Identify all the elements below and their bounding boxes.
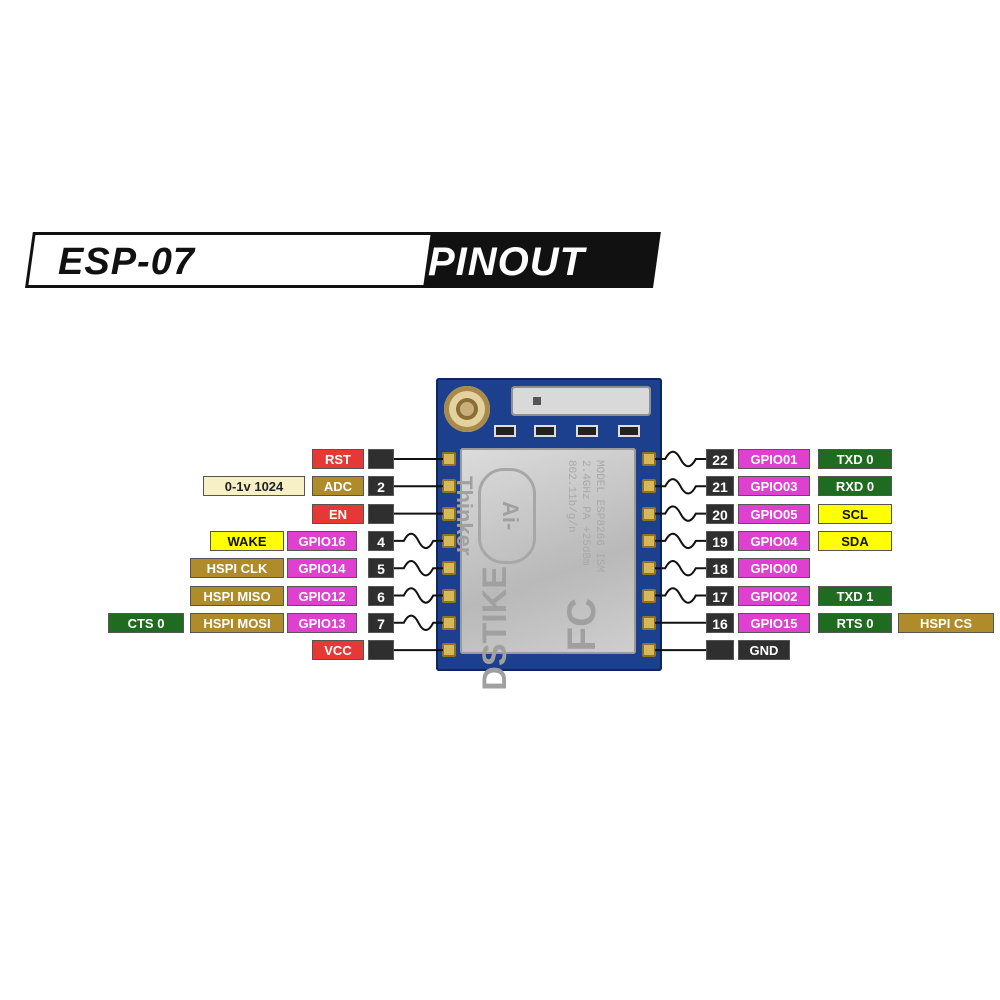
left-pin-number-4: 4 xyxy=(368,530,394,551)
right-function-txd-0: TXD 0 xyxy=(818,449,892,469)
smd-component xyxy=(494,425,516,437)
right-function-sda: SDA xyxy=(818,530,892,551)
right-pin-number-17: 17 xyxy=(706,585,734,606)
esp07-board: Ai-Thinker MODEL ESP8266 ISM 2.4GHz PA +… xyxy=(436,378,662,691)
left-pin-vcc: VCC xyxy=(312,640,364,661)
right-wire-gpio01 xyxy=(655,450,706,468)
left-pin-gpio12: GPIO12 xyxy=(287,585,357,606)
left-pin-number-5: 5 xyxy=(368,558,394,579)
right-pin-number-20: 20 xyxy=(706,503,734,524)
title-esp07: ESP-07 xyxy=(58,241,195,283)
left-pin-rst: RST xyxy=(312,449,364,469)
left-pin-en: EN xyxy=(312,503,364,524)
left-pin-number-7: 7 xyxy=(368,612,394,633)
left-function-cts-0: CTS 0 xyxy=(108,612,184,633)
left-pin-adc: ADC xyxy=(312,476,364,497)
right-function-hspi-cs: HSPI CS xyxy=(898,612,994,633)
left-function-hspi-clk: HSPI CLK xyxy=(190,558,284,579)
left-wire-gpio16 xyxy=(394,532,443,550)
left-pin-number-blank xyxy=(368,503,394,524)
right-pin-number-16: 16 xyxy=(706,612,734,633)
rf-shield: Ai-Thinker MODEL ESP8266 ISM 2.4GHz PA +… xyxy=(452,448,636,691)
smd-component xyxy=(576,425,598,437)
right-pin-gpio15: GPIO15 xyxy=(738,612,810,633)
left-pin-gpio14: GPIO14 xyxy=(287,558,357,579)
right-pin-gpio04: GPIO04 xyxy=(738,530,810,551)
left-pin-number-6: 6 xyxy=(368,585,394,606)
right-pin-gpio03: GPIO03 xyxy=(738,476,810,497)
left-wire-gpio12 xyxy=(394,587,443,604)
left-pin-number-blank xyxy=(368,640,394,661)
right-wire-gpio05 xyxy=(655,505,706,522)
right-function-rxd-0: RXD 0 xyxy=(818,476,892,497)
right-pin-number-22: 22 xyxy=(706,449,734,469)
right-function-scl: SCL xyxy=(818,503,892,524)
right-wire-gpio03 xyxy=(655,478,706,495)
right-pin-gpio05: GPIO05 xyxy=(738,503,810,524)
right-pin-number-19: 19 xyxy=(706,530,734,551)
smd-component xyxy=(618,425,640,437)
left-pin-number-2: 2 xyxy=(368,476,394,497)
ufl-antenna-connector xyxy=(444,386,490,432)
left-wire-gpio14 xyxy=(394,560,443,577)
right-wire-gpio00 xyxy=(655,560,706,577)
right-function-txd-1: TXD 1 xyxy=(818,585,892,606)
shield-text: MODEL ESP8266 ISM 2.4GHz PA +25dBm 802.1… xyxy=(565,460,605,573)
right-pin-number-18: 18 xyxy=(706,558,734,579)
right-function-rts-0: RTS 0 xyxy=(818,612,892,633)
right-pin-gnd: GND xyxy=(738,640,790,661)
right-pin-gpio00: GPIO00 xyxy=(738,558,810,579)
right-pin-gpio02: GPIO02 xyxy=(738,585,810,606)
right-pin-number-21: 21 xyxy=(706,476,734,497)
shield-logo: Ai-Thinker xyxy=(452,468,536,564)
title-pinout: PINOUT xyxy=(428,240,586,284)
ceramic-antenna xyxy=(511,386,651,416)
right-pin-number-blank xyxy=(706,640,734,661)
left-function-hspi-miso: HSPI MISO xyxy=(190,585,284,606)
smd-component xyxy=(534,425,556,437)
left-pin-gpio16: GPIO16 xyxy=(287,530,357,551)
right-pin-gpio01: GPIO01 xyxy=(738,449,810,469)
left-pin-number-blank xyxy=(368,449,394,469)
left-function-hspi-mosi: HSPI MOSI xyxy=(190,612,284,633)
right-wire-gpio02 xyxy=(655,587,706,604)
left-pin-gpio13: GPIO13 xyxy=(287,612,357,633)
left-function-0-1v-1024: 0-1v 1024 xyxy=(203,476,305,497)
left-function-wake: WAKE xyxy=(210,530,284,551)
right-wire-gpio04 xyxy=(655,532,706,550)
left-wire-gpio13 xyxy=(394,614,443,631)
